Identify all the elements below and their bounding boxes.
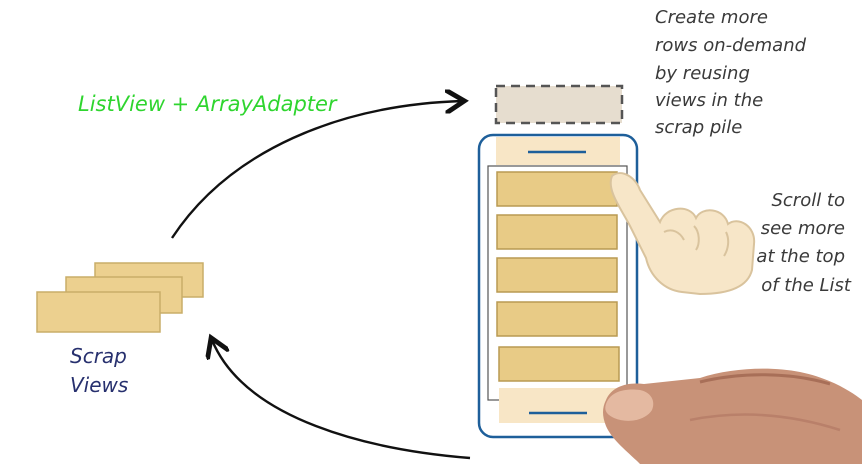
list-row <box>496 301 618 337</box>
create-more-note: Create more rows on-demand by reusing vi… <box>655 7 807 138</box>
scroll-note: Scroll to see more at the top of the Lis… <box>756 190 852 296</box>
create-note-line: views in the <box>655 90 763 111</box>
create-note-line: scrap pile <box>655 117 742 138</box>
create-note-line: by reusing <box>655 63 750 84</box>
list-row <box>496 214 618 250</box>
bottom-partial-row <box>499 388 620 423</box>
adapter-label: ListView + ArrayAdapter <box>78 92 338 116</box>
scrap-view-front <box>36 291 161 333</box>
create-note-line: Create more <box>655 7 768 28</box>
hand-photo <box>603 368 862 464</box>
scrap-label-line2: Views <box>70 373 128 397</box>
list-rows <box>496 171 620 382</box>
scrap-label-line1: Scrap <box>70 344 127 368</box>
list-row <box>498 346 620 382</box>
scroll-note-line: Scroll to <box>771 190 845 211</box>
recycle-arrow <box>212 340 471 460</box>
pointing-hand-icon <box>609 172 756 296</box>
new-row-placeholder <box>494 84 624 125</box>
reuse-arrow <box>170 101 462 239</box>
scrap-views-stack <box>36 262 204 333</box>
scroll-note-line: see more <box>761 218 845 239</box>
list-row <box>496 171 618 207</box>
scroll-note-line: of the List <box>761 275 852 296</box>
scroll-note-line: at the top <box>756 246 845 267</box>
list-row <box>496 257 618 293</box>
create-note-line: rows on-demand <box>655 35 807 56</box>
